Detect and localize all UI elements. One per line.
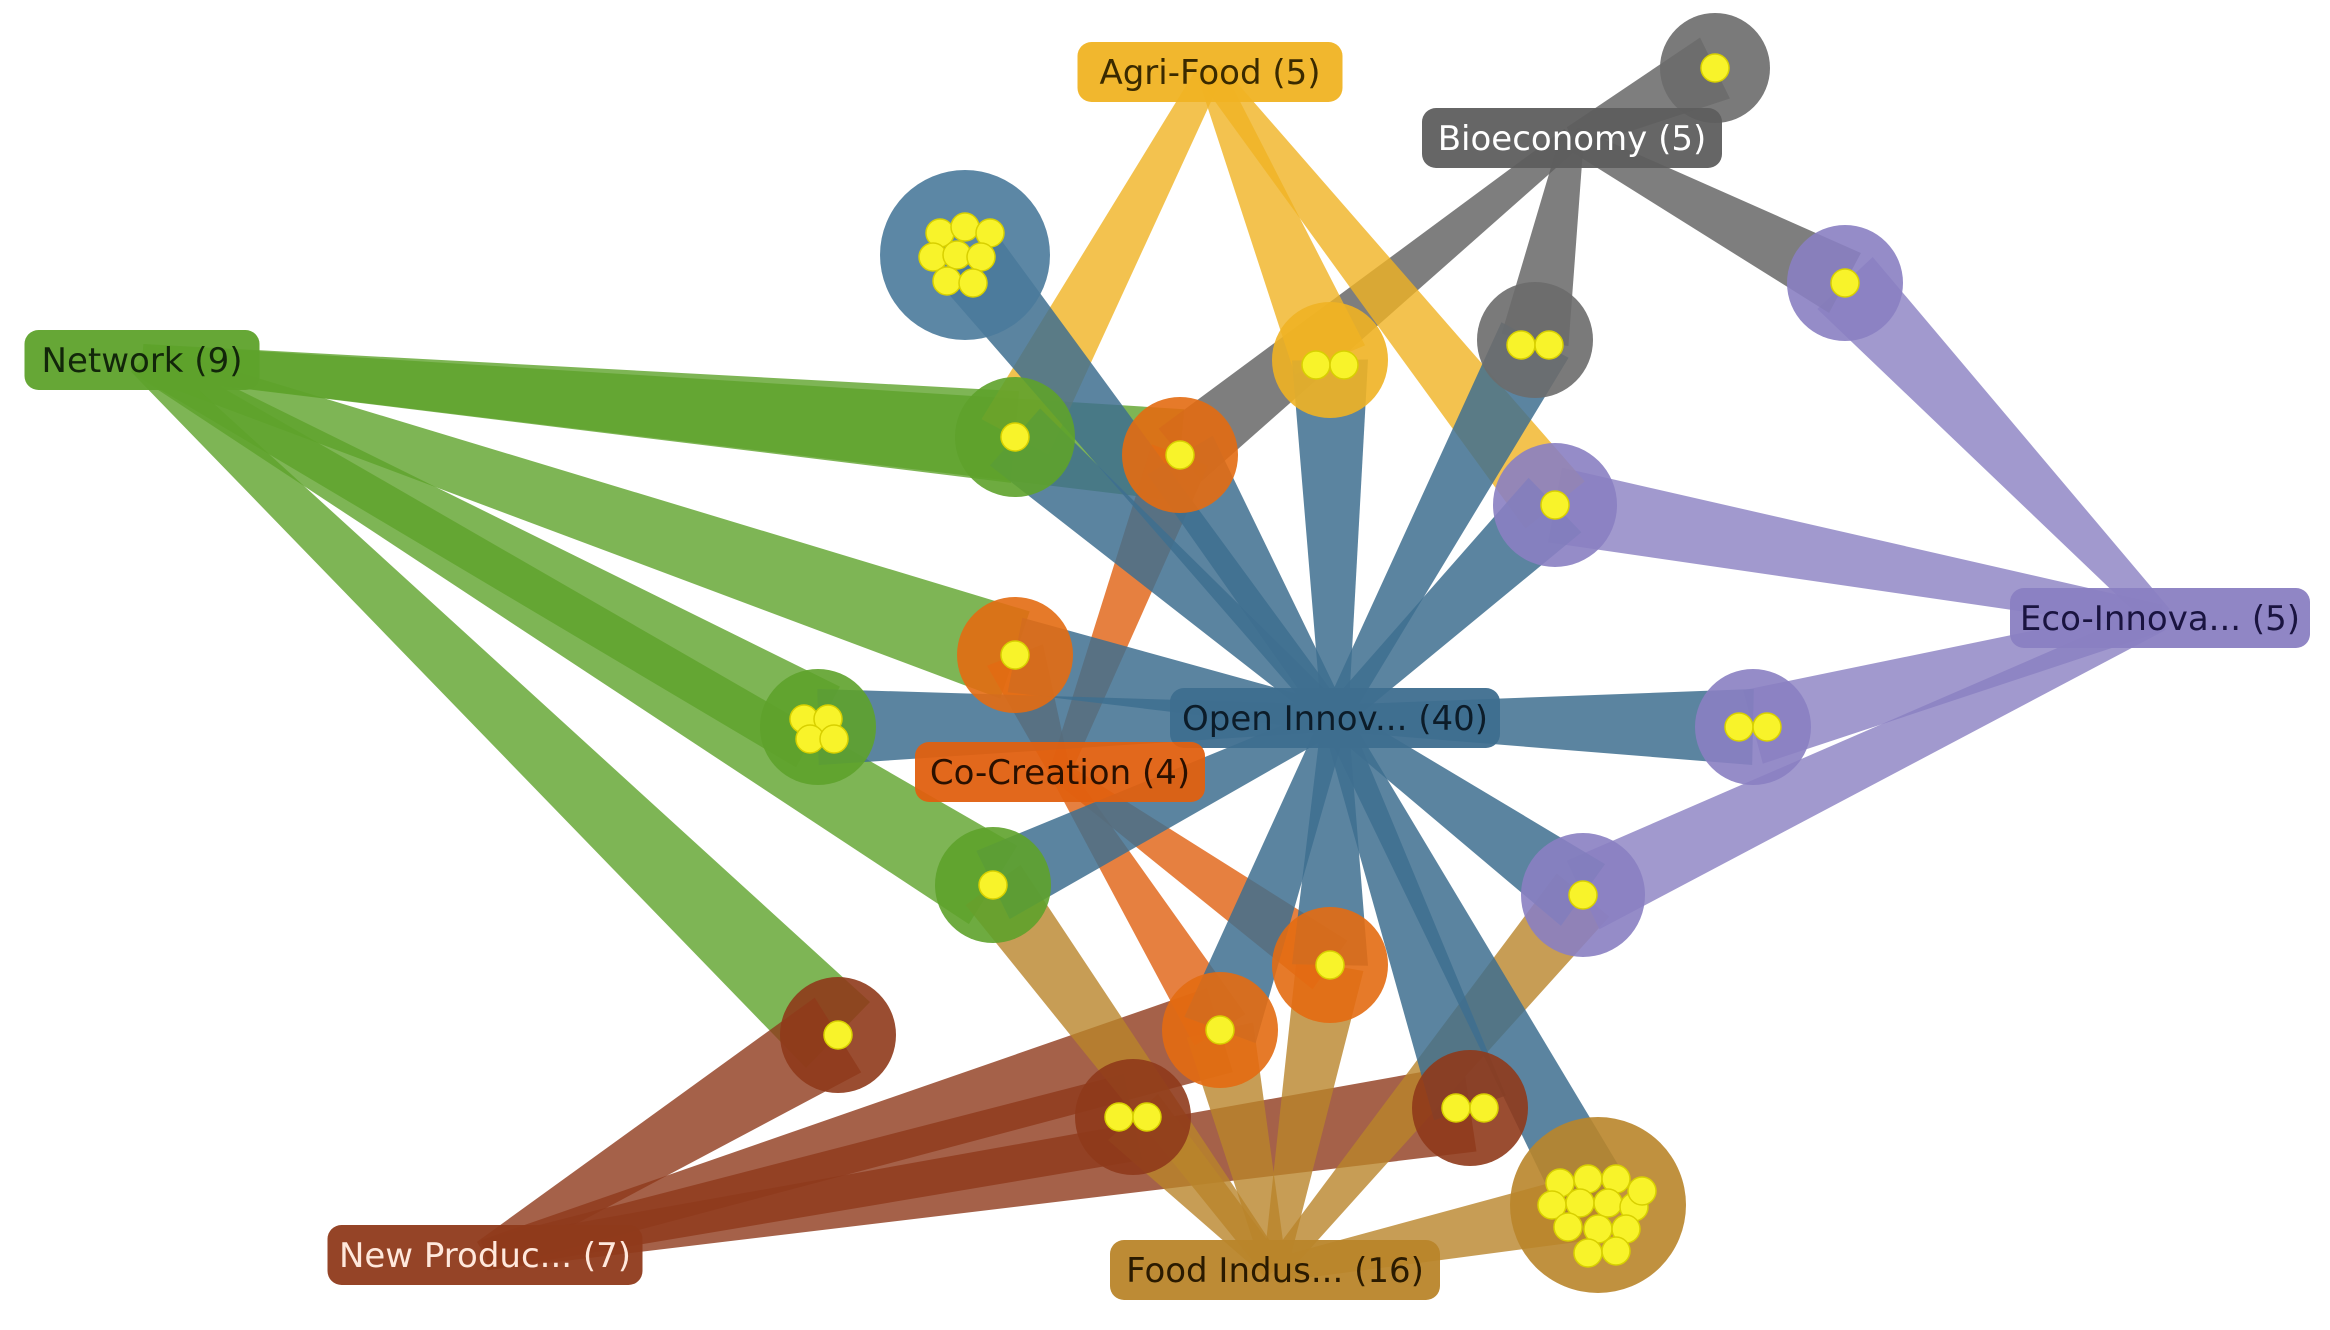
band-network-14	[130, 348, 871, 1069]
item-group[interactable]	[1521, 833, 1645, 957]
set-label-box	[24, 330, 260, 390]
band-agri-food-3	[1197, 66, 1366, 375]
item-dot[interactable]	[819, 724, 849, 754]
item-group[interactable]	[1493, 443, 1617, 567]
item-dot[interactable]	[1752, 712, 1782, 742]
set-label-open-innovation[interactable]: Open Innov... (40)	[1170, 688, 1500, 748]
set-label-co-creation[interactable]: Co-Creation (4)	[915, 742, 1205, 802]
item-group[interactable]	[1695, 669, 1811, 785]
set-label-network[interactable]: Network (9)	[24, 330, 260, 390]
item-group[interactable]	[1477, 282, 1593, 398]
band-open-innovation-4	[1323, 322, 1569, 725]
item-group[interactable]	[1660, 13, 1770, 123]
item-dot[interactable]	[823, 1020, 853, 1050]
item-dot[interactable]	[1315, 950, 1345, 980]
item-dot[interactable]	[1534, 330, 1564, 360]
set-label-box	[1077, 42, 1343, 102]
item-dot[interactable]	[1506, 330, 1536, 360]
band-open-innovation-5	[989, 408, 1344, 728]
set-label-text: Co-Creation (4)	[930, 753, 1190, 793]
item-dot[interactable]	[1104, 1102, 1134, 1132]
band-open-innovation-11	[976, 706, 1341, 920]
item-group[interactable]	[957, 597, 1073, 713]
item-group[interactable]	[955, 377, 1075, 497]
item-group-bubble	[1477, 282, 1593, 398]
item-dot[interactable]	[1132, 1102, 1162, 1132]
band-new-products-14	[476, 997, 862, 1269]
set-label-agri-food[interactable]: Agri-Food (5)	[1077, 42, 1343, 102]
item-group[interactable]	[1787, 225, 1903, 341]
set-labels: Agri-Food (5) Bioeconomy (5) Network (9) Ec…	[24, 42, 2310, 1300]
band-open-innovation-18	[1323, 711, 1632, 1224]
set-label-new-products[interactable]: New Produc... (7)	[327, 1225, 643, 1285]
set-label-eco-innovation[interactable]: Eco-Innova... (5)	[2010, 588, 2310, 648]
item-group[interactable]	[880, 170, 1050, 340]
band-eco-innovation-2	[1817, 256, 2170, 628]
item-dot[interactable]	[1568, 880, 1598, 910]
set-label-box	[1170, 688, 1500, 748]
set-label-food-industry[interactable]: Food Indus... (16)	[1110, 1240, 1440, 1300]
set-label-text: New Produc... (7)	[339, 1236, 631, 1276]
set-label-text: Network (9)	[42, 341, 243, 381]
item-dot[interactable]	[1165, 440, 1195, 470]
band-network-8	[136, 344, 1030, 699]
item-group[interactable]	[1162, 972, 1278, 1088]
set-label-box	[2010, 588, 2310, 648]
item-dot[interactable]	[1627, 1176, 1657, 1206]
band-eco-innovation-7	[1548, 467, 2163, 632]
set-label-text: Open Innov... (40)	[1182, 699, 1488, 739]
item-dot[interactable]	[1441, 1093, 1471, 1123]
item-dot[interactable]	[950, 212, 980, 242]
set-label-text: Food Indus... (16)	[1126, 1251, 1424, 1291]
item-group[interactable]	[1272, 907, 1388, 1023]
set-label-text: Agri-Food (5)	[1099, 53, 1320, 93]
item-dot[interactable]	[1593, 1188, 1623, 1218]
item-group[interactable]	[1272, 302, 1388, 418]
item-dot[interactable]	[932, 266, 962, 296]
item-dot[interactable]	[1000, 640, 1030, 670]
band-network-6	[140, 343, 1185, 501]
item-dot[interactable]	[1573, 1238, 1603, 1268]
item-group[interactable]	[1412, 1050, 1528, 1166]
item-dot[interactable]	[1540, 490, 1570, 520]
item-dot[interactable]	[1205, 1015, 1235, 1045]
item-dot[interactable]	[1700, 53, 1730, 83]
set-label-text: Bioeconomy (5)	[1438, 119, 1707, 159]
set-label-box	[1110, 1240, 1440, 1300]
band-open-innovation-15	[1184, 713, 1348, 1044]
item-group[interactable]	[935, 827, 1051, 943]
item-group[interactable]	[1510, 1117, 1686, 1293]
item-group[interactable]	[1122, 397, 1238, 513]
band-eco-innovation-12	[1566, 606, 2166, 930]
item-dot[interactable]	[966, 242, 996, 272]
set-label-box	[915, 742, 1205, 802]
item-dot[interactable]	[978, 870, 1008, 900]
item-dot[interactable]	[1000, 422, 1030, 452]
band-open-innovation-3	[1292, 359, 1368, 719]
item-group[interactable]	[1075, 1059, 1191, 1175]
set-label-bioeconomy[interactable]: Bioeconomy (5)	[1422, 108, 1722, 168]
band-food-industry-13	[1263, 958, 1364, 1273]
set-label-box	[1422, 108, 1722, 168]
item-dot[interactable]	[1601, 1236, 1631, 1266]
item-dot[interactable]	[1553, 1212, 1583, 1242]
item-dot[interactable]	[958, 268, 988, 298]
item-group[interactable]	[760, 669, 876, 785]
item-dot[interactable]	[1329, 350, 1359, 380]
item-dot[interactable]	[1469, 1093, 1499, 1123]
item-dot[interactable]	[1830, 268, 1860, 298]
set-label-box	[327, 1225, 643, 1285]
item-groups	[760, 13, 1903, 1293]
band-bioeconomy-2	[1566, 127, 1861, 314]
item-dot[interactable]	[1724, 712, 1754, 742]
item-group[interactable]	[780, 977, 896, 1093]
item-group-bubble	[1272, 302, 1388, 418]
set-label-text: Eco-Innova... (5)	[2020, 599, 2300, 639]
item-dot[interactable]	[1301, 350, 1331, 380]
